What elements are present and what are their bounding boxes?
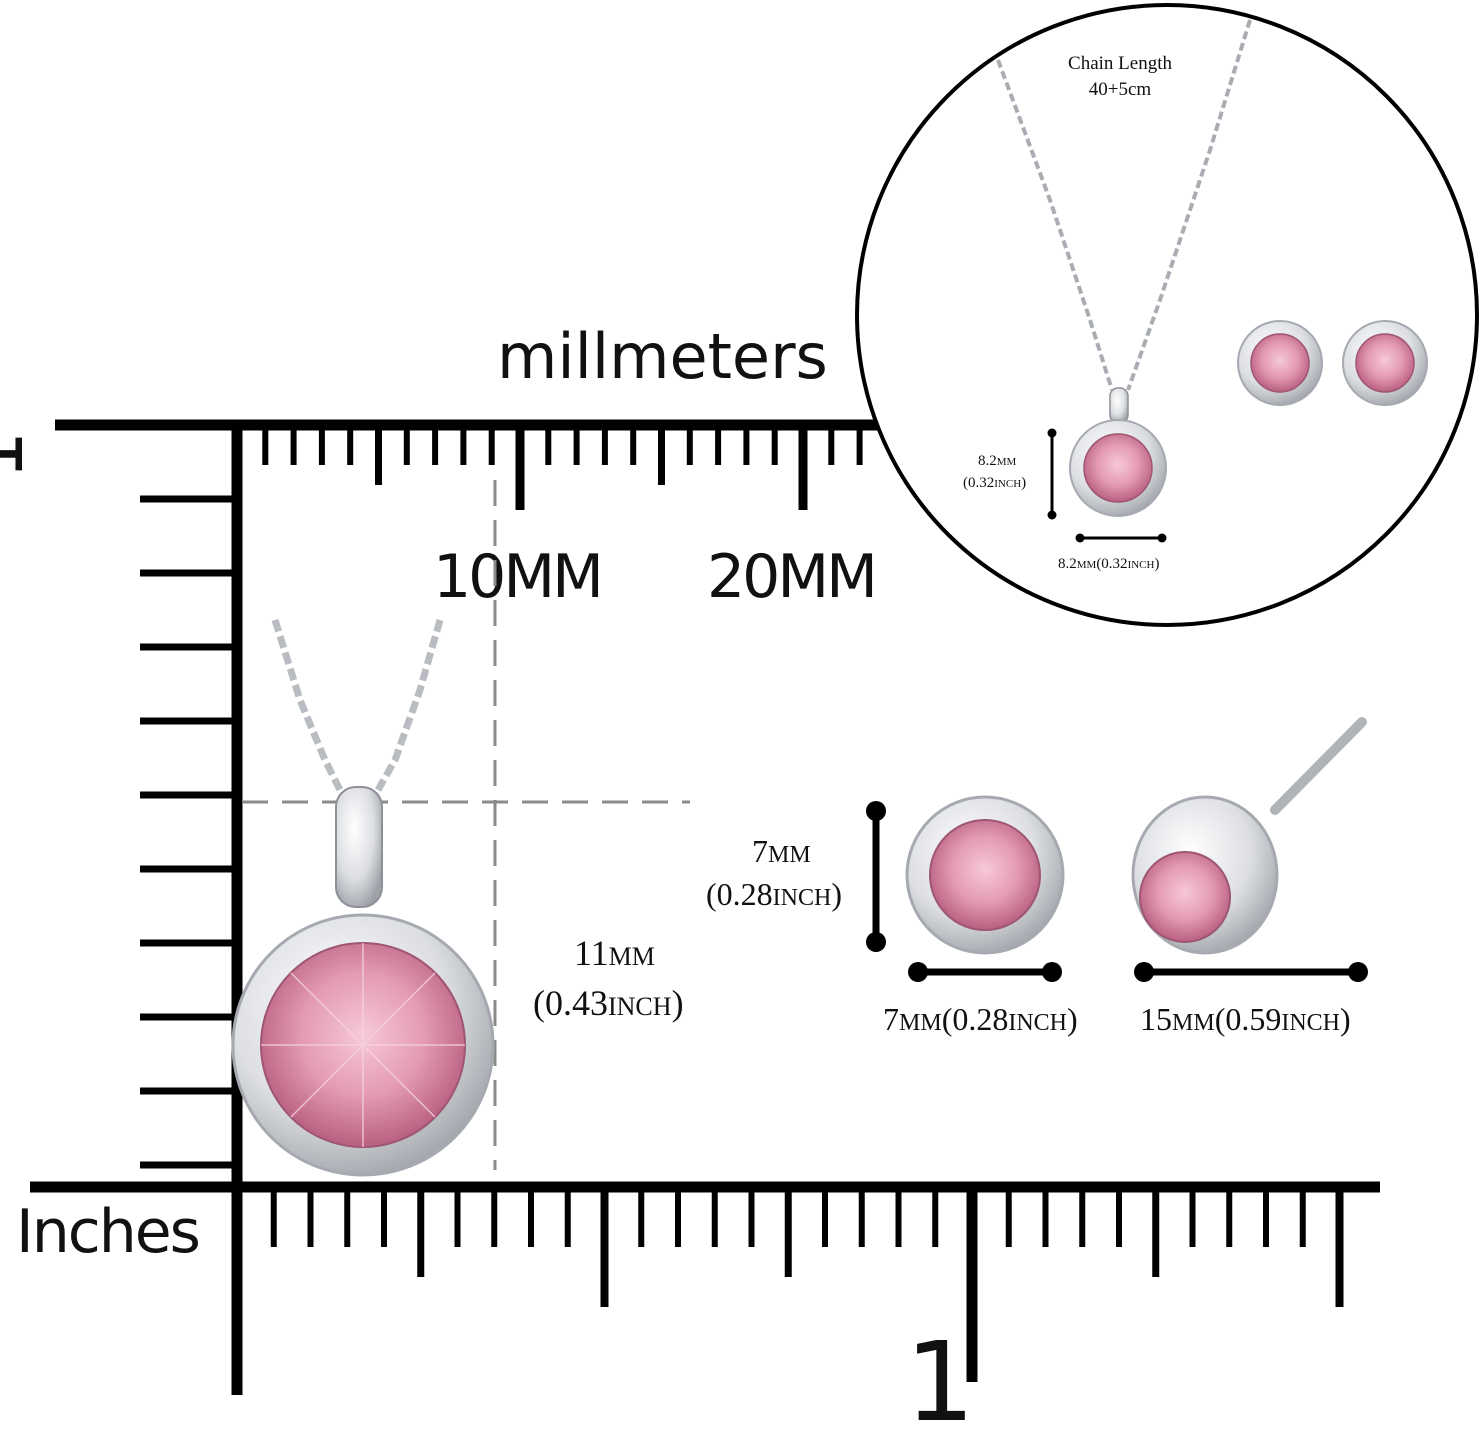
bottom-ticks	[270, 1187, 1344, 1382]
left-ticks	[140, 495, 237, 1169]
mm-title: millmeters	[497, 320, 828, 393]
chain-left	[271, 618, 344, 792]
inset-circle	[855, 3, 1479, 627]
earring-height-inch: (0.28INCH)	[706, 876, 842, 912]
inch-ruler-bottom	[30, 1181, 1380, 1395]
inset-pendant-height-mm: 8.2MM	[978, 453, 1017, 469]
inset-bail	[1109, 387, 1129, 424]
chain-right	[374, 619, 444, 792]
earring-length-bar	[1134, 962, 1368, 982]
inset-chain-right	[1126, 19, 1252, 391]
necklace-height-mm: 11MM	[574, 933, 655, 973]
inset-pendant-width: 8.2MM(0.32INCH)	[1058, 556, 1159, 572]
earring-height-mm: 7MM	[752, 833, 811, 869]
mm-label-20: 20MM	[707, 542, 875, 612]
earring-length-label: 15MM(0.59INCH)	[1140, 1001, 1351, 1037]
necklace-height-inch: (0.43INCH)	[533, 983, 684, 1023]
inset-chain-label: Chain Length	[1068, 53, 1172, 74]
earring-front-image	[905, 795, 1065, 955]
pendant-bail	[335, 786, 383, 908]
mm-ruler	[55, 419, 880, 510]
mm-ticks	[262, 425, 863, 510]
inset-chain-left	[996, 59, 1114, 391]
earring-width-bar	[908, 962, 1062, 982]
inset-border	[855, 3, 1479, 627]
earring-width-label: 7MM(0.28INCH)	[883, 1001, 1078, 1037]
inset-chain-value: 40+5cm	[1089, 79, 1152, 100]
earring-side-image	[1131, 717, 1367, 955]
inset-pendant-gem	[1083, 433, 1153, 503]
pendant-image	[231, 618, 495, 1177]
inch-title: Inches	[16, 1197, 199, 1267]
earring-height-bar	[866, 801, 886, 952]
inch-ruler-left	[140, 425, 243, 1183]
inch-label-1-left: 1	[0, 430, 41, 480]
inch-label-1: 1	[905, 1318, 975, 1430]
earring-post	[1270, 717, 1367, 815]
mm-label-10: 10MM	[433, 542, 601, 612]
inset-pendant-height-inch: (0.32INCH)	[963, 475, 1026, 491]
